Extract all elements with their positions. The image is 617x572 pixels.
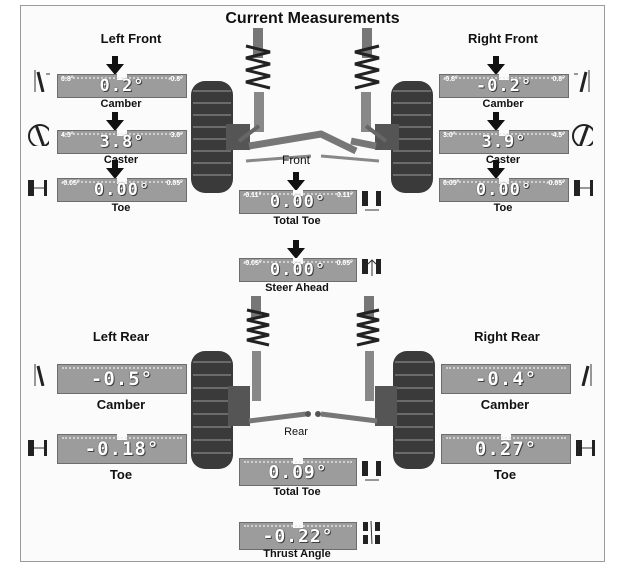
thrust-angle-gauge: -0.22° xyxy=(239,522,357,550)
arrow-down-icon xyxy=(106,56,124,75)
rf-camber-min: -0.8° xyxy=(443,76,458,83)
total-toe-icon xyxy=(362,461,381,481)
rear-total-toe-value: 0.09° xyxy=(268,462,328,483)
lf-caster-value: 3.8° xyxy=(99,132,145,152)
lr-camber-label: Camber xyxy=(96,397,146,412)
rear-total-toe-label: Total Toe xyxy=(273,486,321,498)
rf-camber-gauge: -0.8° 0.8° -0.2° xyxy=(439,74,569,98)
section-left-front: Left Front xyxy=(100,31,162,46)
lf-camber-max: -0.8° xyxy=(168,76,183,83)
camber-icon xyxy=(581,364,592,386)
rear-suspension-illustration xyxy=(191,296,435,469)
rf-caster-gauge: 3.0° 4.5° 3.9° xyxy=(439,130,569,154)
lr-toe-value: -0.18° xyxy=(84,438,160,460)
caster-icon xyxy=(28,124,49,146)
arrow-down-icon xyxy=(287,172,305,191)
caster-icon xyxy=(572,124,593,146)
rf-toe-max: -0.05° xyxy=(546,180,565,187)
lf-toe-label: Toe xyxy=(111,202,131,214)
rf-caster-min: 3.0° xyxy=(443,132,456,139)
rr-camber-gauge: -0.4° xyxy=(441,364,571,394)
front-total-toe-label: Total Toe xyxy=(273,215,321,227)
steer-ahead-gauge: -0.05° 0.05° 0.00° xyxy=(239,258,357,282)
section-right-front: Right Front xyxy=(467,31,539,46)
lr-camber-gauge: -0.5° xyxy=(57,364,187,394)
arrow-down-icon xyxy=(287,240,305,259)
front-suspension-illustration xyxy=(191,28,433,193)
rr-camber-label: Camber xyxy=(480,397,530,412)
lf-toe-gauge: -0.05° 0.05° 0.00° xyxy=(57,178,187,202)
rf-camber-value: -0.2° xyxy=(475,76,533,96)
rr-toe-label: Toe xyxy=(493,467,517,482)
front-total-toe-min: -0.11° xyxy=(243,192,262,199)
toe-icon xyxy=(28,180,47,196)
section-right-rear: Right Rear xyxy=(474,329,540,344)
lf-toe-value: 0.00° xyxy=(93,180,151,200)
camber-icon xyxy=(34,364,45,386)
camber-icon xyxy=(574,70,590,92)
rf-caster-value: 3.9° xyxy=(481,132,527,152)
total-toe-icon xyxy=(362,191,381,211)
lf-camber-gauge: 0.8° -0.8° 0.2° xyxy=(57,74,187,98)
toe-icon xyxy=(28,440,47,456)
lr-toe-label: Toe xyxy=(109,467,133,482)
lf-caster-max: 3.0° xyxy=(170,132,183,139)
lf-caster-gauge: 4.5° 3.0° 3.8° xyxy=(57,130,187,154)
rear-total-toe-gauge: 0.09° xyxy=(239,458,357,486)
lf-caster-label: Caster xyxy=(103,154,139,166)
page-title: Current Measurements xyxy=(225,10,400,27)
thrust-angle-label: Thrust Angle xyxy=(263,548,331,560)
front-total-toe-value: 0.00° xyxy=(269,192,327,212)
rr-camber-value: -0.4° xyxy=(474,368,538,390)
arrow-down-icon xyxy=(106,160,124,179)
front-total-toe-gauge: -0.11° 0.11° 0.00° xyxy=(239,190,357,214)
lf-camber-label: Camber xyxy=(100,98,142,110)
arrow-down-icon xyxy=(106,112,124,131)
steer-ahead-value: 0.00° xyxy=(269,260,327,280)
lf-camber-value: 0.2° xyxy=(99,76,145,96)
rear-label: Rear xyxy=(284,426,308,438)
section-left-rear: Left Rear xyxy=(92,329,150,344)
steer-ahead-icon xyxy=(362,259,381,276)
steer-ahead-label: Steer Ahead xyxy=(265,282,329,294)
lf-caster-min: 4.5° xyxy=(61,132,74,139)
rf-toe-min: 0.05° xyxy=(443,180,460,187)
rf-toe-gauge: 0.05° -0.05° 0.00° xyxy=(439,178,569,202)
rf-toe-label: Toe xyxy=(493,202,513,214)
rr-toe-gauge: 0.27° xyxy=(441,434,571,464)
steer-ahead-max: 0.05° xyxy=(336,260,353,267)
toe-icon xyxy=(576,440,595,456)
rf-caster-max: 4.5° xyxy=(552,132,565,139)
front-label: Front xyxy=(281,153,310,167)
rf-caster-label: Caster xyxy=(485,154,521,166)
lf-toe-max: 0.05° xyxy=(166,180,183,187)
camber-icon xyxy=(34,70,50,92)
measurements-panel: Current Measurements xyxy=(20,5,605,562)
lr-toe-gauge: -0.18° xyxy=(57,434,187,464)
thrust-angle-icon xyxy=(363,520,380,544)
thrust-angle-value: -0.22° xyxy=(262,526,334,547)
rf-toe-value: 0.00° xyxy=(475,180,533,200)
arrow-down-icon xyxy=(487,112,505,131)
rr-toe-value: 0.27° xyxy=(474,438,538,460)
toe-icon xyxy=(574,180,593,196)
lf-toe-min: -0.05° xyxy=(61,180,80,187)
lr-camber-value: -0.5° xyxy=(90,368,154,390)
rf-camber-label: Camber xyxy=(482,98,524,110)
arrow-down-icon xyxy=(487,160,505,179)
steer-ahead-min: -0.05° xyxy=(243,260,262,267)
arrow-down-icon xyxy=(487,56,505,75)
front-total-toe-max: 0.11° xyxy=(336,192,353,199)
lf-camber-min: 0.8° xyxy=(61,76,74,83)
rf-camber-max: 0.8° xyxy=(552,76,565,83)
